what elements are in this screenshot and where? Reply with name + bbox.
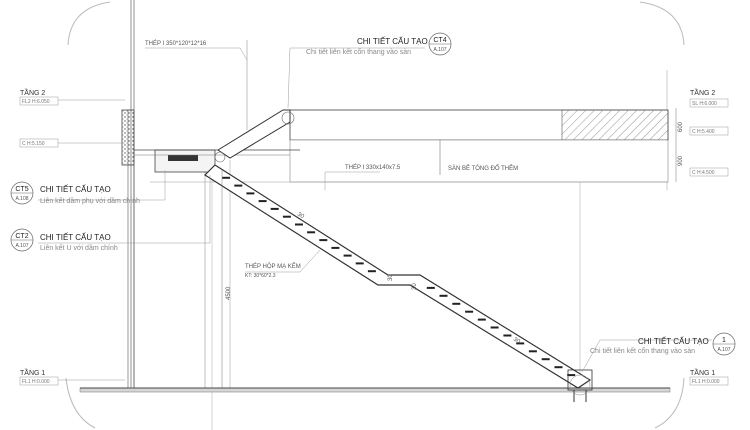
dim-slab: 600 bbox=[678, 121, 684, 132]
detail-callout-1[interactable]: CHI TIẾT CẤU TẠO Chi tiết liên kết cổn t… bbox=[590, 332, 736, 356]
label-floor: SÀN BÊ TÔNG ĐỔ THÊM bbox=[448, 164, 518, 172]
level-marker-left-bottom: TẦNG 1 FL1 H:0.000 bbox=[19, 367, 125, 386]
stair-tread bbox=[270, 207, 279, 210]
frame-top-left-arc bbox=[67, 1, 111, 46]
column-post bbox=[127, 109, 135, 389]
leader-tube bbox=[245, 249, 321, 273]
stair-dim: 30 bbox=[412, 283, 418, 290]
svg-text:FL2 H:6.050: FL2 H:6.050 bbox=[22, 99, 50, 105]
slab-hatched-zone bbox=[561, 109, 669, 141]
stair-tread bbox=[234, 184, 243, 187]
svg-text:CT2: CT2 bbox=[15, 233, 28, 240]
svg-text:A.108: A.108 bbox=[15, 196, 28, 202]
label-tube-1: THÉP HỘP MẠ KẼM bbox=[245, 263, 301, 270]
detail-callout-ct5[interactable]: CT5 A.108 CHI TIẾT CẤU TẠO Liên kết dầm … bbox=[10, 181, 140, 205]
leader-ct1 bbox=[581, 339, 712, 373]
leader-ct2 bbox=[38, 175, 211, 244]
stair-tread bbox=[331, 246, 340, 249]
stair-tread bbox=[465, 310, 474, 313]
svg-text:Chi tiết liên kết cổn thang và: Chi tiết liên kết cổn thang vào sàn bbox=[306, 47, 411, 56]
stair-dim: 30 bbox=[296, 212, 305, 221]
label-tube-2: KT: 30*60*2.3 bbox=[245, 273, 276, 279]
level-marker-right-bottom: TẦNG 1 FL1 H:0.000 bbox=[689, 367, 729, 386]
leader-top-beam bbox=[145, 47, 248, 61]
stair-tread bbox=[554, 366, 563, 369]
stair-tread bbox=[258, 200, 267, 203]
level-marker-left-top: TẦNG 2 FL2 H:6.050 bbox=[19, 87, 125, 106]
upper-stringer bbox=[217, 109, 291, 159]
stair-tread bbox=[426, 286, 435, 289]
stair-tread bbox=[503, 334, 512, 337]
svg-text:TẦNG 2: TẦNG 2 bbox=[690, 87, 715, 97]
svg-text:C H:5.150: C H:5.150 bbox=[22, 141, 45, 147]
stair-tread bbox=[282, 215, 291, 218]
leader-ct5 bbox=[38, 170, 166, 201]
svg-text:A.107: A.107 bbox=[717, 347, 730, 353]
frame-top-right-arc bbox=[639, 1, 685, 46]
svg-text:CT4: CT4 bbox=[433, 37, 446, 44]
stair-tread bbox=[567, 374, 576, 377]
level-marker-left-beam: C H:5.150 bbox=[19, 138, 125, 148]
stair-tread bbox=[295, 223, 303, 226]
stair-dim: 30 bbox=[512, 337, 521, 346]
stair-tread bbox=[528, 350, 537, 353]
svg-text:A.107: A.107 bbox=[433, 47, 446, 53]
svg-text:TẦNG 1: TẦNG 1 bbox=[20, 367, 45, 377]
stair-tread bbox=[355, 262, 364, 265]
detail-callout-ct2[interactable]: CT2 A.107 CHI TIẾT CẤU TẠO Liên kết U vớ… bbox=[10, 228, 118, 252]
bolt-connection bbox=[569, 374, 591, 396]
svg-text:FL1 H:0.000: FL1 H:0.000 bbox=[692, 379, 720, 385]
svg-text:1: 1 bbox=[722, 337, 726, 344]
stair-tread bbox=[307, 231, 316, 234]
svg-text:CHI TIẾT CẤU TẠO: CHI TIẾT CẤU TẠO bbox=[40, 232, 111, 242]
svg-text:Chi tiết liên kết cổn thang và: Chi tiết liên kết cổn thang vào sàn bbox=[590, 346, 695, 355]
leader-ct4 bbox=[287, 47, 291, 109]
stair-tread bbox=[541, 358, 550, 361]
svg-text:TẦNG 1: TẦNG 1 bbox=[690, 367, 715, 377]
stair-tread bbox=[222, 176, 231, 179]
bolt-connection bbox=[214, 151, 226, 163]
svg-text:TẦNG 2: TẦNG 2 bbox=[20, 87, 45, 97]
stair-treads bbox=[222, 176, 576, 377]
lower-stair-stringer bbox=[204, 164, 592, 389]
stair-tread bbox=[246, 192, 255, 195]
svg-text:CHI TIẾT CẤU TẠO: CHI TIẾT CẤU TẠO bbox=[357, 36, 428, 46]
stair-tread bbox=[516, 342, 525, 345]
landing-beam-core bbox=[168, 155, 198, 161]
stair-tread bbox=[367, 270, 376, 273]
svg-text:SL H:6.000: SL H:6.000 bbox=[692, 101, 717, 107]
leader-stringer bbox=[324, 171, 380, 190]
stair-tread bbox=[343, 254, 352, 257]
svg-text:Liên kết U với dầm chính: Liên kết U với dầm chính bbox=[40, 243, 118, 252]
dim-height: 4500 bbox=[226, 286, 232, 300]
bolt-connection bbox=[281, 111, 295, 125]
stair-tread bbox=[439, 294, 448, 297]
base-plate bbox=[567, 369, 593, 391]
frame-bottom-right-arc bbox=[654, 377, 685, 429]
label-stringer: THÉP I 330x140x7.5 bbox=[345, 164, 401, 171]
label-top-beam: THÉP I 350*120*12*16 bbox=[145, 40, 207, 47]
svg-text:CT5: CT5 bbox=[15, 186, 28, 193]
svg-text:Liên kết dầm phụ với dầm chính: Liên kết dầm phụ với dầm chính bbox=[40, 196, 140, 205]
stair-tread bbox=[319, 239, 328, 242]
frame-bottom-left-arc bbox=[65, 377, 96, 429]
stair-dim: 30 bbox=[388, 274, 394, 281]
level-2-beam bbox=[289, 139, 669, 183]
svg-text:FL1 H:0.000: FL1 H:0.000 bbox=[22, 379, 50, 385]
stair-tread bbox=[452, 302, 461, 305]
detail-callout-ct4[interactable]: CHI TIẾT CẤU TẠO Chi tiết liên kết cổn t… bbox=[306, 32, 452, 56]
svg-text:C H:5.400: C H:5.400 bbox=[692, 129, 715, 135]
level-marker-right-top: TẦNG 2 SL H:6.000 C H:5.400 C H:4.500 bbox=[689, 87, 729, 177]
stair-tread bbox=[490, 326, 499, 329]
stair-tread bbox=[477, 318, 486, 321]
svg-text:CHI TIẾT CẤU TẠO: CHI TIẾT CẤU TẠO bbox=[638, 336, 709, 346]
svg-text:CHI TIẾT CẤU TẠO: CHI TIẾT CẤU TẠO bbox=[40, 184, 111, 194]
svg-text:A.107: A.107 bbox=[15, 243, 28, 249]
svg-text:C H:4.500: C H:4.500 bbox=[692, 170, 715, 176]
dim-beam: 900 bbox=[678, 155, 684, 166]
